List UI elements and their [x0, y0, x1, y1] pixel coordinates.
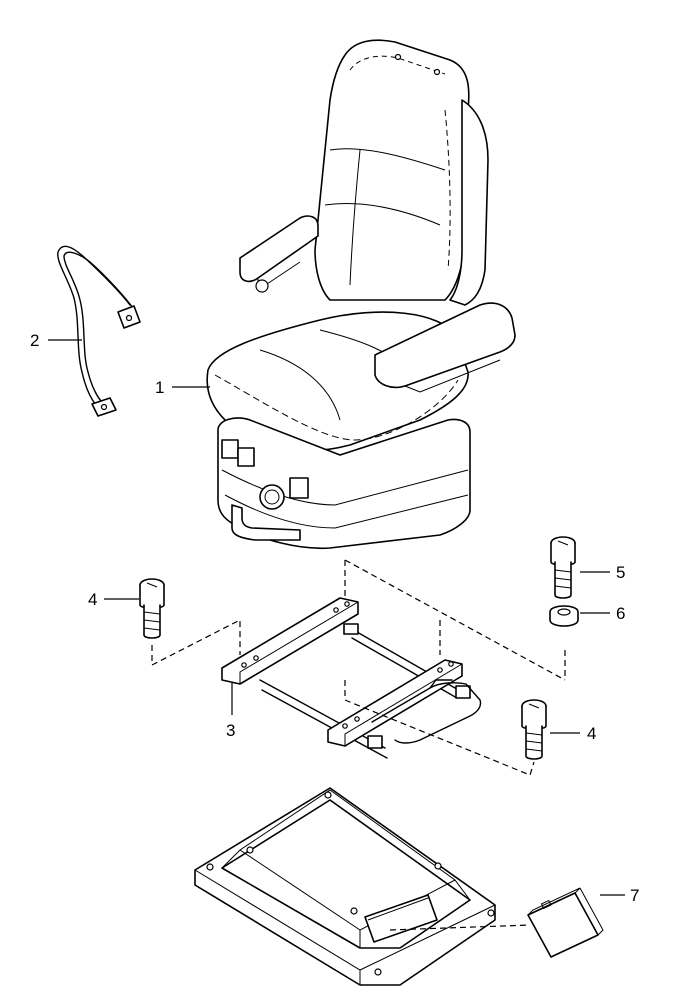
callout-5: 5: [616, 563, 625, 582]
callout-2: 2: [30, 331, 39, 350]
callout-3: 3: [226, 721, 235, 740]
bolt-part-4-right: [521, 699, 547, 760]
callout-7: 7: [630, 886, 639, 905]
callout-leaders: [48, 339, 625, 896]
washer-part-6: [549, 605, 579, 627]
callout-4-right: 4: [587, 724, 596, 743]
seat-slide-rails: [221, 597, 482, 759]
callout-6: 6: [616, 604, 625, 623]
operator-seat: [206, 39, 516, 550]
cover-plate-part-7: [527, 887, 604, 958]
assembly-dashed-lines: [151, 559, 566, 931]
seat-belt-strap: [57, 245, 141, 417]
seat-base-console: [194, 787, 496, 986]
callout-1: 1: [155, 378, 164, 397]
callout-4-left: 4: [88, 590, 97, 609]
bolt-part-5: [550, 536, 576, 599]
bolt-part-4-left: [139, 578, 165, 639]
